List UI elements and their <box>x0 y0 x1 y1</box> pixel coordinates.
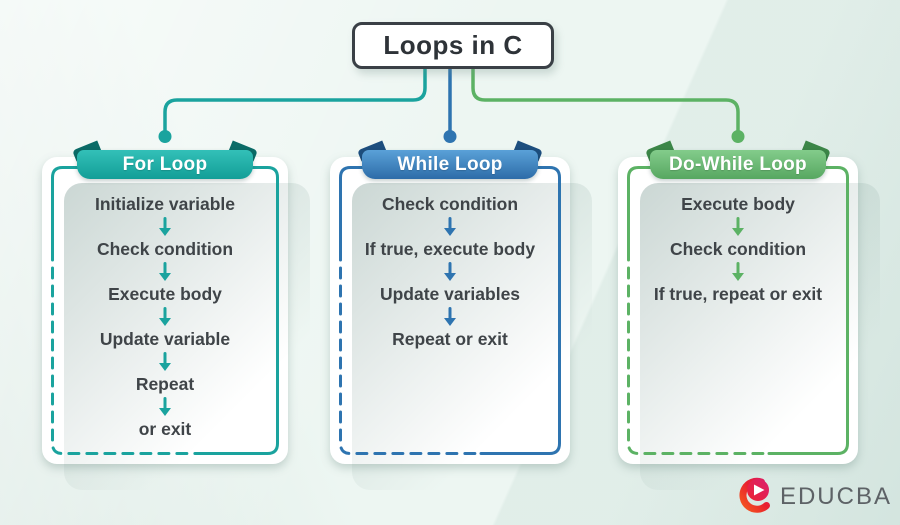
card-border-solid <box>51 166 279 455</box>
card-border-dashed <box>627 248 771 455</box>
brand-name: EDUCBA <box>779 483 892 510</box>
connector-dot <box>443 130 457 143</box>
step-label: If true, repeat or exit <box>653 284 823 304</box>
card-ribbon: Do-While Loop <box>645 140 831 179</box>
card-title: While Loop <box>362 150 538 179</box>
card-border <box>339 166 561 455</box>
step-label: Repeat <box>135 374 195 394</box>
step-label: Check condition <box>381 194 519 214</box>
connector-lines <box>163 58 740 132</box>
step-label: Repeat or exit <box>392 329 508 349</box>
card-border-solid <box>627 166 849 455</box>
step-label: If true, execute body <box>364 239 536 259</box>
connector-do-while-loop <box>471 58 740 132</box>
step-label: Check condition <box>96 239 234 259</box>
brand-footer: EDUCBA <box>733 475 892 519</box>
card-border <box>51 166 279 455</box>
card-title: For Loop <box>77 150 253 179</box>
card-ribbon: For Loop <box>72 140 258 179</box>
connector-for-loop <box>163 58 427 132</box>
step-label: Execute body <box>681 194 795 214</box>
step-label: or exit <box>138 419 192 439</box>
educba-logo-icon <box>739 477 770 513</box>
step-label: Update variables <box>379 284 521 304</box>
card-ribbon: While Loop <box>357 140 543 179</box>
card-border-solid <box>339 166 561 455</box>
connector-dot <box>731 130 745 143</box>
card-border <box>627 166 849 455</box>
diagram-title: Loops in C <box>352 22 554 69</box>
diagram-title-label: Loops in C <box>383 30 523 60</box>
card-title: Do-While Loop <box>650 150 826 179</box>
step-label: Update variable <box>99 329 231 349</box>
card-border-dashed <box>51 248 199 455</box>
card-border-dashed <box>339 248 483 455</box>
loop-card-while-loop: While Loop Check condition If true, execu… <box>330 130 592 490</box>
step-label: Initialize variable <box>94 194 236 214</box>
step-label: Execute body <box>108 284 222 304</box>
step-label: Check condition <box>669 239 807 259</box>
connector-dot <box>158 130 172 143</box>
